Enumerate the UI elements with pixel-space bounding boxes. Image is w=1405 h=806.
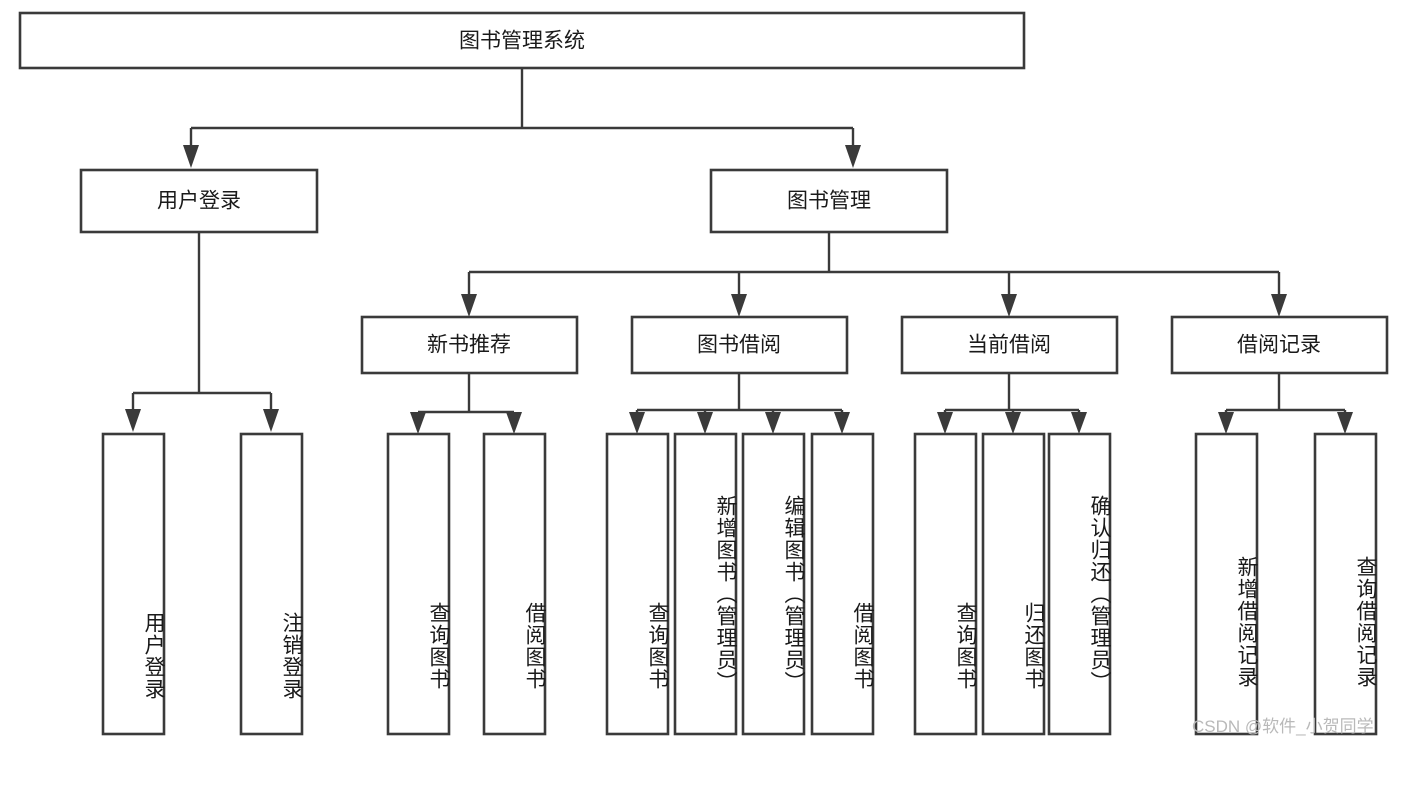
csdn-watermark: CSDN @软件_小贺同学	[1192, 717, 1374, 736]
root-box-shape	[18, 11, 1026, 70]
arrow-head-icon	[1071, 412, 1087, 434]
leaf-return-book-box-shape	[981, 432, 1046, 736]
edge-root-to-level2	[183, 68, 861, 168]
arrow-head-icon	[845, 145, 861, 168]
node-borrow-record[interactable]: 借阅记录	[1170, 315, 1389, 375]
edge-currentborrow-to-leaves	[937, 373, 1087, 434]
node-book-borrow[interactable]: 图书借阅	[630, 315, 849, 375]
leaf-node-user-login[interactable]	[101, 432, 166, 736]
leaf-node-return-book[interactable]	[981, 432, 1046, 736]
arrow-head-icon	[461, 294, 477, 317]
leaf-query-record-box-shape	[1313, 432, 1378, 736]
book-borrow-label: 图书借阅	[697, 334, 781, 357]
arrow-head-icon	[410, 412, 426, 434]
arrow-head-icon	[937, 412, 953, 434]
edge-bookmanage-to-level3	[461, 232, 1287, 317]
node-book-manage[interactable]: 图书管理	[709, 168, 949, 234]
root-label: 图书管理系统	[459, 30, 585, 53]
leaf-node-borrow-book-2[interactable]	[810, 432, 875, 736]
node-root[interactable]: 图书管理系统	[18, 11, 1026, 70]
arrow-head-icon	[834, 412, 850, 434]
node-current-borrow[interactable]: 当前借阅	[900, 315, 1119, 375]
leaf-node-user-logout[interactable]	[239, 432, 304, 736]
leaf-borrow-book-2-box-shape	[810, 432, 875, 736]
borrow-record-label: 借阅记录	[1237, 334, 1321, 357]
leaf-query-book-1-box-shape	[386, 432, 451, 736]
arrow-head-icon	[765, 412, 781, 434]
arrow-head-icon	[697, 412, 713, 434]
user-login-label: 用户登录	[157, 190, 241, 213]
arrow-head-icon	[1271, 294, 1287, 317]
leaf-node-query-book-2[interactable]	[605, 432, 670, 736]
leaf-edit-book-box-shape	[741, 432, 806, 736]
edge-bookborrow-to-leaves	[629, 373, 850, 434]
user-login-box-shape	[79, 168, 319, 234]
leaf-user-logout-box-shape	[239, 432, 304, 736]
hierarchy-diagram: 图书管理系统 用户登录 图书管理	[18, 11, 1389, 736]
leaf-borrow-book-1-box-shape	[482, 432, 547, 736]
leaf-query-book-3-box-shape	[913, 432, 978, 736]
leaf-add-book-box-shape	[673, 432, 738, 736]
arrow-head-icon	[183, 145, 199, 168]
arrow-head-icon	[1218, 412, 1234, 434]
leaf-node-edit-book[interactable]	[741, 432, 806, 736]
current-borrow-label: 当前借阅	[967, 334, 1051, 357]
leaf-node-query-book-3[interactable]	[913, 432, 978, 736]
arrow-head-icon	[731, 294, 747, 317]
leaf-query-book-2-box-shape	[605, 432, 670, 736]
arrow-head-icon	[125, 409, 141, 432]
node-new-book-recommend[interactable]: 新书推荐	[360, 315, 579, 375]
leaf-node-query-book-1[interactable]	[386, 432, 451, 736]
leaf-node-query-record[interactable]	[1313, 432, 1378, 736]
edge-userlogin-to-leaves	[125, 232, 279, 432]
arrow-head-icon	[1337, 412, 1353, 434]
arrow-head-icon	[1001, 294, 1017, 317]
node-user-login[interactable]: 用户登录	[79, 168, 319, 234]
leaf-add-record-box-shape	[1194, 432, 1259, 736]
edge-newbook-to-leaves	[410, 373, 522, 434]
leaf-user-login-box-shape	[101, 432, 166, 736]
new-book-recommend-box-shape	[360, 315, 579, 375]
leaf-node-borrow-book-1[interactable]	[482, 432, 547, 736]
arrow-head-icon	[1005, 412, 1021, 434]
new-book-recommend-label: 新书推荐	[427, 334, 511, 357]
leaf-node-confirm-return[interactable]	[1047, 432, 1112, 736]
current-borrow-box-shape	[900, 315, 1119, 375]
leaf-node-add-record[interactable]	[1194, 432, 1259, 736]
edge-borrowrecord-to-leaves	[1218, 373, 1353, 434]
arrow-head-icon	[506, 412, 522, 434]
arrow-head-icon	[629, 412, 645, 434]
book-manage-label: 图书管理	[787, 190, 871, 213]
diagram-canvas-root: 图书管理系统 用户登录 图书管理	[18, 11, 1389, 736]
arrow-head-icon	[263, 409, 279, 432]
leaf-confirm-return-box-shape	[1047, 432, 1112, 736]
leaf-node-add-book[interactable]	[673, 432, 738, 736]
